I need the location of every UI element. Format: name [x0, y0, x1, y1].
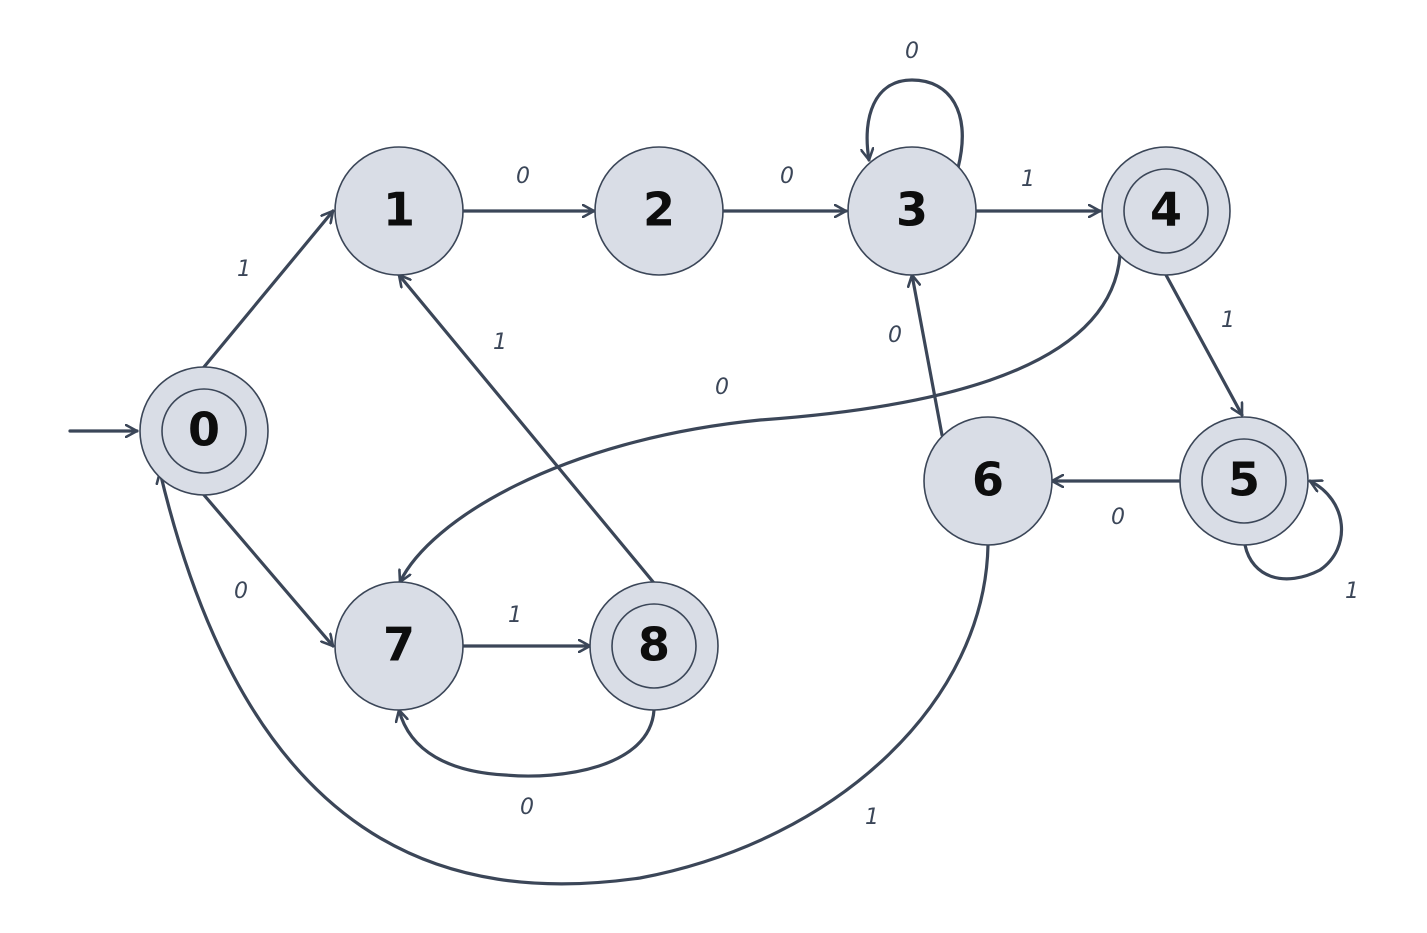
- transition-label-8-to-1: 1: [493, 330, 507, 355]
- transition-0-to-7: [202, 493, 335, 648]
- transition-4-to-7: [400, 253, 1122, 584]
- transition-label-0-to-7: 0: [234, 579, 248, 604]
- transition-label-4-to-7: 0: [715, 375, 729, 400]
- state-1: 1: [334, 146, 464, 276]
- transition-label-8-to-7: 0: [520, 795, 534, 820]
- transition-label-3-to-4: 1: [1021, 167, 1035, 192]
- state-label: 5: [1228, 453, 1260, 507]
- state-2: 2: [594, 146, 724, 276]
- transition-0-to-1: [202, 209, 335, 369]
- transition-8-to-1: [397, 273, 656, 585]
- state-label: 8: [638, 618, 670, 672]
- state-label: 2: [643, 183, 675, 237]
- state-label: 4: [1150, 183, 1182, 237]
- state-7: 7: [334, 581, 464, 711]
- state-4: 4: [1101, 146, 1231, 276]
- state-circle: [923, 416, 1053, 546]
- transition-4-to-5: [1164, 273, 1244, 417]
- state-circle: [1179, 416, 1309, 546]
- transition-label-5-to-6: 0: [1111, 505, 1125, 530]
- state-circle: [589, 581, 719, 711]
- transition-5-to-5: [1243, 481, 1343, 581]
- transition-6-to-0: [160, 470, 990, 886]
- state-8: 8: [589, 581, 719, 711]
- transition-label-5-to-5: 1: [1345, 579, 1359, 604]
- transition-label-7-to-8: 1: [508, 603, 522, 628]
- state-label: 0: [188, 403, 220, 457]
- state-3: 3: [847, 146, 977, 276]
- state-6: 6: [923, 416, 1053, 546]
- transition-label-0-to-1: 1: [237, 257, 251, 282]
- transition-label-2-to-3: 0: [780, 164, 794, 189]
- transitions: [160, 78, 1343, 886]
- state-circle: [334, 581, 464, 711]
- state-circle: [334, 146, 464, 276]
- transition-label-3-to-3: 0: [905, 39, 919, 64]
- state-label: 7: [383, 618, 415, 672]
- state-label: 3: [896, 183, 928, 237]
- state-circle: [847, 146, 977, 276]
- transition-3-to-3: [867, 78, 964, 170]
- accepting-ring: [1201, 438, 1287, 524]
- transition-label-6-to-3: 0: [888, 323, 902, 348]
- transition-label-6-to-0: 1: [865, 805, 879, 830]
- states: 0 1 2 3 4 5 6 7 8: [139, 146, 1309, 711]
- accepting-ring: [1123, 168, 1209, 254]
- state-0: 0: [139, 366, 269, 496]
- state-circle: [1101, 146, 1231, 276]
- state-circle: [139, 366, 269, 496]
- state-label: 1: [383, 183, 415, 237]
- accepting-ring: [611, 603, 697, 689]
- state-5: 5: [1179, 416, 1309, 546]
- transition-6-to-3: [912, 273, 944, 437]
- transition-label-4-to-5: 1: [1221, 308, 1235, 333]
- transition-8-to-7: [399, 708, 656, 778]
- state-label: 6: [972, 453, 1004, 507]
- transition-label-1-to-2: 0: [516, 164, 530, 189]
- state-circle: [594, 146, 724, 276]
- transition-labels: 1 0 0 0 0 1 1 0 1 0 0 1 1 0 1: [234, 39, 1359, 830]
- accepting-ring: [161, 388, 247, 474]
